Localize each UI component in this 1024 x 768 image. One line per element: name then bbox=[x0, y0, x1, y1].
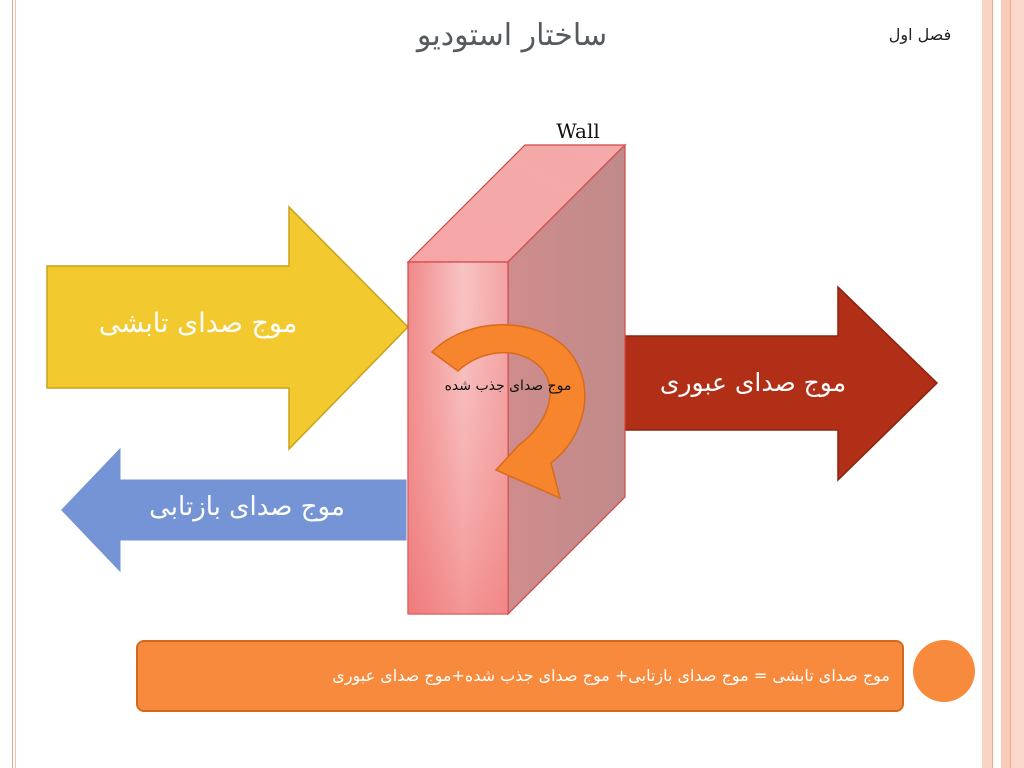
transmitted-wave-label: موج صدای عبوری bbox=[659, 368, 847, 397]
absorbed-wave-arrow bbox=[430, 324, 586, 500]
transmitted-wave-arrow bbox=[617, 285, 939, 482]
incident-wave-label: موج صدای تابشی bbox=[98, 308, 298, 339]
wall-label: Wall bbox=[556, 119, 600, 143]
formula-text: موج صدای تابشی = موج صدای بازتابی+ موج ص… bbox=[332, 666, 890, 685]
right-border-stripes bbox=[982, 0, 1024, 768]
reflected-wave-arrow bbox=[56, 440, 410, 580]
accent-circle bbox=[913, 640, 975, 702]
incident-wave-arrow bbox=[46, 205, 410, 451]
formula-box: موج صدای تابشی = موج صدای بازتابی+ موج ص… bbox=[136, 640, 904, 712]
wall-block bbox=[406, 143, 627, 616]
absorbed-wave-label: موج صدای جذب شده bbox=[444, 378, 572, 394]
page-title: ساختار استودیو bbox=[416, 18, 608, 53]
reflected-wave-label: موج صدای بازتابی bbox=[149, 492, 345, 522]
chapter-label: فصل اول bbox=[888, 25, 952, 44]
